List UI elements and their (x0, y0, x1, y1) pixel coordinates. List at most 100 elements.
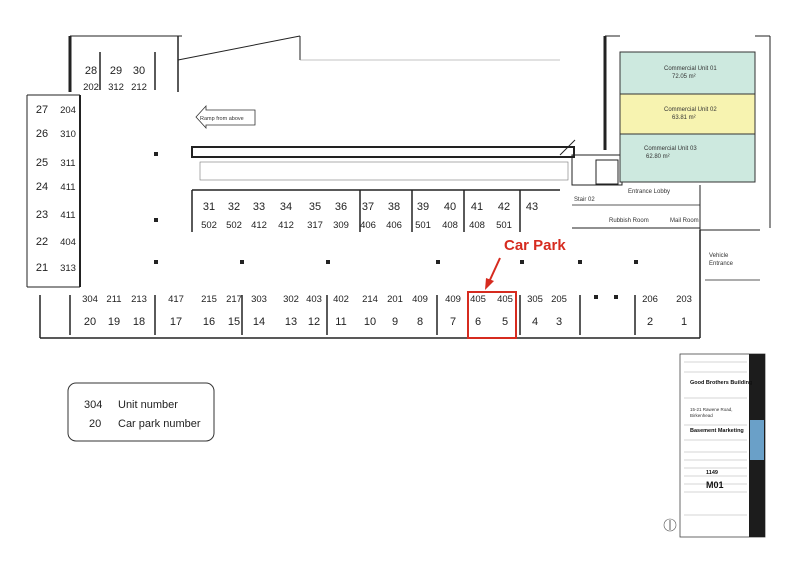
unit-number: 205 (551, 294, 567, 305)
commercial-units: Commercial Unit 01 72.05 m² Commercial U… (619, 51, 756, 183)
unit-number: 305 (527, 294, 543, 305)
unit-number: 313 (60, 263, 76, 274)
car-number: 19 (108, 316, 120, 328)
unit-number: 406 (386, 220, 402, 231)
title-block: Good Brothers Building 15-21 Rawene Road… (663, 353, 766, 538)
legend-car-sample: 20 (89, 418, 101, 430)
car-number: 30 (133, 65, 145, 77)
car-number: 38 (388, 201, 400, 213)
unit-number: 408 (469, 220, 485, 231)
unit-number: 304 (82, 294, 98, 305)
car-number: 22 (36, 236, 48, 248)
car-number: 9 (392, 316, 398, 328)
building-outline (26, 35, 771, 339)
car-number: 33 (253, 201, 265, 213)
car-number: 15 (228, 316, 240, 328)
title-job-no: 1149 (706, 470, 718, 476)
car-number: 32 (228, 201, 240, 213)
unit-number: 203 (676, 294, 692, 305)
north-arrow-icon (663, 518, 677, 532)
car-number: 2 (647, 316, 653, 328)
commercial-unit-01-name: Commercial Unit 01 (664, 66, 717, 72)
highlight-box (467, 291, 517, 339)
highlight-annotation: Car Park (467, 237, 566, 339)
unit-number: 417 (168, 294, 184, 305)
car-number: 8 (417, 316, 423, 328)
unit-number: 404 (60, 237, 76, 248)
title-address-2: Birkenhead (690, 413, 713, 418)
legend: 304 Unit number 20 Car park number (67, 382, 215, 442)
unit-number: 411 (60, 182, 75, 193)
highlight-arrowhead (485, 278, 494, 290)
unit-number: 213 (131, 294, 147, 305)
title-sheet-no: M01 (706, 480, 724, 490)
car-number: 12 (308, 316, 320, 328)
unit-number: 202 (83, 82, 99, 93)
unit-number: 217 (226, 294, 242, 305)
car-number: 29 (110, 65, 122, 77)
unit-number: 215 (201, 294, 217, 305)
unit-number: 409 (412, 294, 428, 305)
room-labels: Stair 02 Entrance Lobby Rubbish Room Mai… (574, 189, 734, 267)
car-number: 1 (681, 316, 687, 328)
mail-room-label: Mail Room (670, 218, 699, 224)
unit-number: 317 (307, 220, 323, 231)
car-number: 27 (36, 104, 48, 116)
unit-number: 405 (470, 294, 486, 305)
legend-unit-sample: 304 (84, 399, 102, 411)
unit-number: 403 (306, 294, 322, 305)
car-number: 6 (475, 316, 481, 328)
car-number: 41 (471, 201, 483, 213)
car-number: 23 (36, 209, 48, 221)
car-number: 36 (335, 201, 347, 213)
highlight-arrow (488, 257, 501, 283)
vehicle-entrance-label-2: Entrance (709, 261, 734, 267)
car-number: 43 (526, 201, 538, 213)
unit-number: 501 (496, 220, 512, 231)
unit-number: 406 (360, 220, 376, 231)
car-number: 42 (498, 201, 510, 213)
stair-label: Stair 02 (574, 197, 595, 203)
car-number: 25 (36, 157, 48, 169)
car-number: 5 (502, 316, 508, 328)
unit-number: 408 (442, 220, 458, 231)
commercial-unit-03-name: Commercial Unit 03 (644, 146, 697, 152)
commercial-unit-02-area: 63.81 m² (672, 115, 696, 121)
car-number: 35 (309, 201, 321, 213)
unit-number: 211 (106, 294, 121, 305)
unit-number: 214 (362, 294, 378, 305)
ramp-label: Ramp from above (200, 116, 244, 122)
title-sheet-title: Basement Marketing (690, 428, 744, 434)
legend-unit-text: Unit number (118, 399, 178, 411)
commercial-unit-02-name: Commercial Unit 02 (664, 107, 717, 113)
unit-number: 412 (278, 220, 294, 231)
car-number: 11 (335, 316, 346, 328)
car-number: 26 (36, 128, 48, 140)
unit-number: 402 (333, 294, 349, 305)
unit-number: 310 (60, 129, 76, 140)
car-number: 16 (203, 316, 215, 328)
unit-number: 312 (108, 82, 124, 93)
unit-number: 409 (445, 294, 461, 305)
unit-number: 412 (251, 220, 267, 231)
car-number: 34 (280, 201, 292, 213)
car-number: 7 (450, 316, 456, 328)
unit-number: 302 (283, 294, 299, 305)
car-number: 31 (203, 201, 215, 213)
highlight-label: Car Park (504, 237, 566, 254)
unit-number: 502 (201, 220, 217, 231)
unit-number: 311 (60, 158, 75, 169)
car-number: 40 (444, 201, 456, 213)
unit-number: 405 (497, 294, 513, 305)
unit-number: 201 (387, 294, 403, 305)
car-number: 28 (85, 65, 97, 77)
legend-car-text: Car park number (118, 418, 201, 430)
title-address-1: 15-21 Rawene Road, (690, 407, 733, 412)
unit-number: 204 (60, 105, 76, 116)
commercial-unit-02 (619, 93, 756, 135)
unit-number: 206 (642, 294, 658, 305)
car-number: 37 (362, 201, 374, 213)
commercial-unit-03 (619, 133, 756, 183)
